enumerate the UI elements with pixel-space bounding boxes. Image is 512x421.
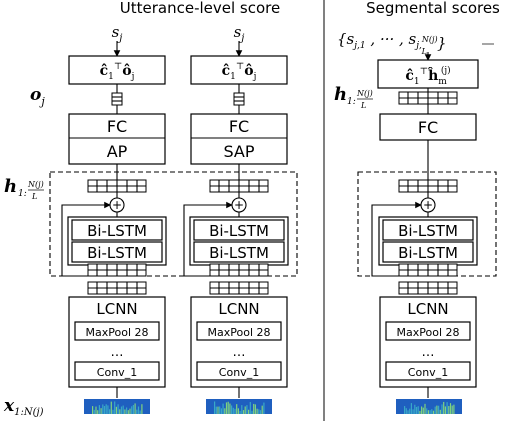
shared-encoder-region — [357, 171, 497, 277]
h-range-label: h 1: N(j) L — [4, 176, 44, 201]
ellipsis-label: … — [111, 345, 124, 360]
bilstm-label: Bi-LSTM — [398, 222, 458, 240]
cosine-score-formula: ĉ1⊤ôj — [100, 62, 135, 82]
lcnn-label: LCNN — [218, 300, 259, 318]
svg-text:+: + — [423, 198, 433, 212]
maxpool-label: MaxPool 28 — [86, 326, 149, 339]
branch-ap: sj ĉ1⊤ôj FC AP — [68, 23, 166, 180]
frame-vector-icon — [398, 263, 458, 277]
spectrogram-image — [84, 399, 150, 414]
branch-segmental: {sj,1 , ··· , sj,N(j)L} ĉ1⊤ĥm(j) h 1: N(… — [334, 30, 497, 398]
cosine-score-box — [377, 59, 479, 89]
lcnn-label: LCNN — [96, 300, 137, 318]
fc-label: FC — [107, 117, 127, 136]
spectrogram-image — [206, 399, 272, 414]
ellipsis-label: … — [422, 345, 435, 360]
lcnn-label: LCNN — [407, 300, 448, 318]
encoder-col1: + Bi-LSTM Bi-LSTM — [61, 179, 167, 277]
maxpool-label: MaxPool 28 — [397, 326, 460, 339]
fc-label: FC — [418, 118, 438, 137]
input-x-label: x1:N(j) — [3, 396, 44, 418]
fc-label: FC — [229, 117, 249, 136]
frame-vector-icon — [87, 263, 147, 277]
frame-vector-icon — [398, 91, 458, 105]
embedding-vector-icon — [233, 92, 245, 106]
frame-vector-icon — [87, 281, 147, 295]
score-sj-label: sj — [234, 23, 245, 44]
frame-vector-icon — [209, 263, 269, 277]
conv1-label: Conv_1 — [408, 366, 448, 379]
header-segmental: Segmental scores — [366, 0, 500, 17]
frame-vector-icon — [209, 281, 269, 295]
sap-label: SAP — [223, 142, 254, 161]
lcnn-col1: LCNN MaxPool 28 … Conv_1 — [68, 296, 166, 398]
svg-text:L: L — [31, 192, 37, 201]
frame-vector-icon — [398, 179, 458, 193]
fc-ap-box — [68, 113, 166, 165]
maxpool-label: MaxPool 28 — [208, 326, 271, 339]
svg-text:h: h — [334, 84, 347, 105]
cosine-score-formula: ĉ1⊤ĥm(j) — [405, 65, 450, 87]
embedding-vector-icon — [111, 92, 123, 106]
svg-text:N(j): N(j) — [27, 180, 44, 189]
conv1-label: Conv_1 — [97, 366, 137, 379]
bilstm-label: Bi-LSTM — [87, 222, 147, 240]
svg-text:+: + — [112, 198, 122, 212]
oj-label: oj — [30, 85, 45, 108]
frame-vector-icon — [209, 179, 269, 193]
bilstm-label: Bi-LSTM — [398, 244, 458, 262]
bilstm-label: Bi-LSTM — [87, 244, 147, 262]
frame-vector-icon — [398, 281, 458, 295]
h-range-label: h 1: N(j) L — [334, 84, 373, 110]
spectrogram-image — [396, 399, 462, 414]
svg-text:1:: 1: — [347, 97, 356, 107]
bilstm-label: Bi-LSTM — [209, 244, 269, 262]
cosine-score-formula: ĉ1⊤ôj — [222, 62, 257, 82]
svg-text:N(j): N(j) — [356, 89, 373, 98]
cosine-score-box — [190, 55, 288, 85]
svg-text:1:: 1: — [18, 189, 27, 199]
header-utterance-level: Utterance-level score — [120, 0, 280, 17]
cosine-score-box — [68, 55, 166, 85]
frame-vector-icon — [87, 179, 147, 193]
shared-encoder-region — [49, 171, 298, 277]
svg-text:L: L — [360, 101, 366, 110]
score-sj-label: sj — [112, 23, 123, 44]
svg-text:+: + — [234, 198, 244, 212]
ellipsis-label: … — [233, 345, 246, 360]
lcnn-col2: LCNN MaxPool 28 … Conv_1 — [190, 296, 288, 398]
svg-text:h: h — [4, 176, 17, 197]
branch-sap: sj ĉ1⊤ôj FC SAP — [190, 23, 288, 180]
ap-label: AP — [107, 142, 128, 161]
conv1-label: Conv_1 — [219, 366, 259, 379]
bilstm-label: Bi-LSTM — [209, 222, 269, 240]
segmental-score-set: {sj,1 , ··· , sj,N(j)L} — [337, 30, 447, 56]
encoder-col2: + Bi-LSTM Bi-LSTM — [183, 179, 289, 277]
